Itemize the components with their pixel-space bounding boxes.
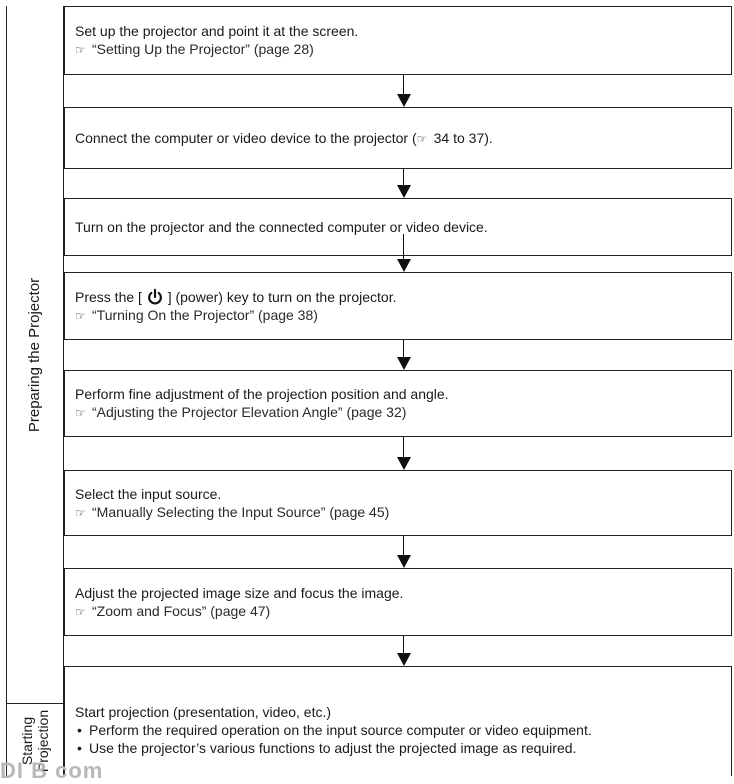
step-text: Select the input source. [75, 485, 222, 502]
pointing-hand-icon: ☞ [75, 406, 86, 420]
arrow-connector [397, 636, 411, 666]
step-power-on: Press the [ ] (power) key to turn on the… [64, 272, 732, 340]
arrow-down-icon [397, 555, 411, 568]
power-icon [147, 288, 162, 304]
arrow-down-icon [397, 185, 411, 198]
pointing-hand-icon: ☞ [75, 308, 86, 323]
step-text: Press the [ ] (power) key to turn on the… [75, 288, 397, 305]
section-starting: Starting Projection [6, 703, 64, 777]
arrow-down-icon [397, 259, 411, 272]
watermark: DI B com [0, 758, 104, 783]
bullet-item: Use the projector’s various functions to… [75, 739, 731, 757]
arrow-connector [397, 75, 411, 107]
arrow-connector [397, 234, 411, 272]
reference-link[interactable]: “Setting Up the Projector” (page 28) [92, 41, 314, 57]
step-zoom-focus: Adjust the projected image size and focu… [64, 568, 732, 636]
arrow-down-icon [397, 457, 411, 470]
step-connect: Connect the computer or video device to … [64, 107, 732, 169]
step-text: Set up the projector and point it at the… [75, 23, 359, 39]
step-reference: ☞ “Adjusting the Projector Elevation Angl… [75, 403, 731, 422]
step-text: Turn on the projector and the connected … [75, 219, 488, 235]
arrow-connector [397, 340, 411, 370]
pointing-hand-icon: ☞ [75, 505, 86, 520]
bullet-list: Perform the required operation on the in… [75, 721, 731, 757]
pointing-hand-icon: ☞ [75, 604, 86, 619]
step-text: Connect the computer or video device to … [75, 129, 493, 146]
step-reference: ☞ “Manually Selecting the Input Source” (… [75, 503, 731, 522]
reference-link[interactable]: “Manually Selecting the Input Source” (p… [92, 503, 390, 520]
step-reference: ☞ “Zoom and Focus” (page 47) [75, 602, 731, 621]
pointing-hand-icon: ☞ [75, 43, 86, 57]
step-text: Adjust the projected image size and focu… [75, 584, 404, 601]
section-preparing: Preparing the Projector [6, 6, 64, 703]
pointing-hand-icon: ☞ [416, 131, 428, 146]
step-reference: ☞ “Setting Up the Projector” (page 28) [75, 40, 731, 59]
section-label-preparing: Preparing the Projector [26, 277, 43, 432]
step-text: Start projection (presentation, video, e… [75, 704, 332, 720]
step-start-projection: Start projection (presentation, video, e… [64, 666, 732, 776]
reference-link[interactable]: “Adjusting the Projector Elevation Angle… [92, 404, 407, 420]
step-text: Perform fine adjustment of the projectio… [75, 386, 449, 402]
bullet-item: Perform the required operation on the in… [75, 721, 731, 739]
step-setup: Set up the projector and point it at the… [64, 6, 732, 75]
arrow-down-icon [397, 357, 411, 370]
step-fine-adjust: Perform fine adjustment of the projectio… [64, 370, 732, 437]
arrow-connector [397, 536, 411, 568]
arrow-connector [397, 437, 411, 470]
arrow-down-icon [397, 94, 411, 107]
step-reference: ☞ “Turning On the Projector” (page 38) [75, 306, 731, 325]
step-turn-on-devices: Turn on the projector and the connected … [64, 198, 732, 256]
reference-link[interactable]: “Turning On the Projector” (page 38) [92, 306, 318, 323]
arrow-down-icon [397, 653, 411, 666]
reference-link[interactable]: “Zoom and Focus” (page 47) [92, 602, 271, 619]
arrow-connector [397, 169, 411, 198]
reference-link[interactable]: 34 to 37 [433, 129, 485, 146]
step-select-input: Select the input source. ☞ “Manually Sele… [64, 470, 732, 536]
